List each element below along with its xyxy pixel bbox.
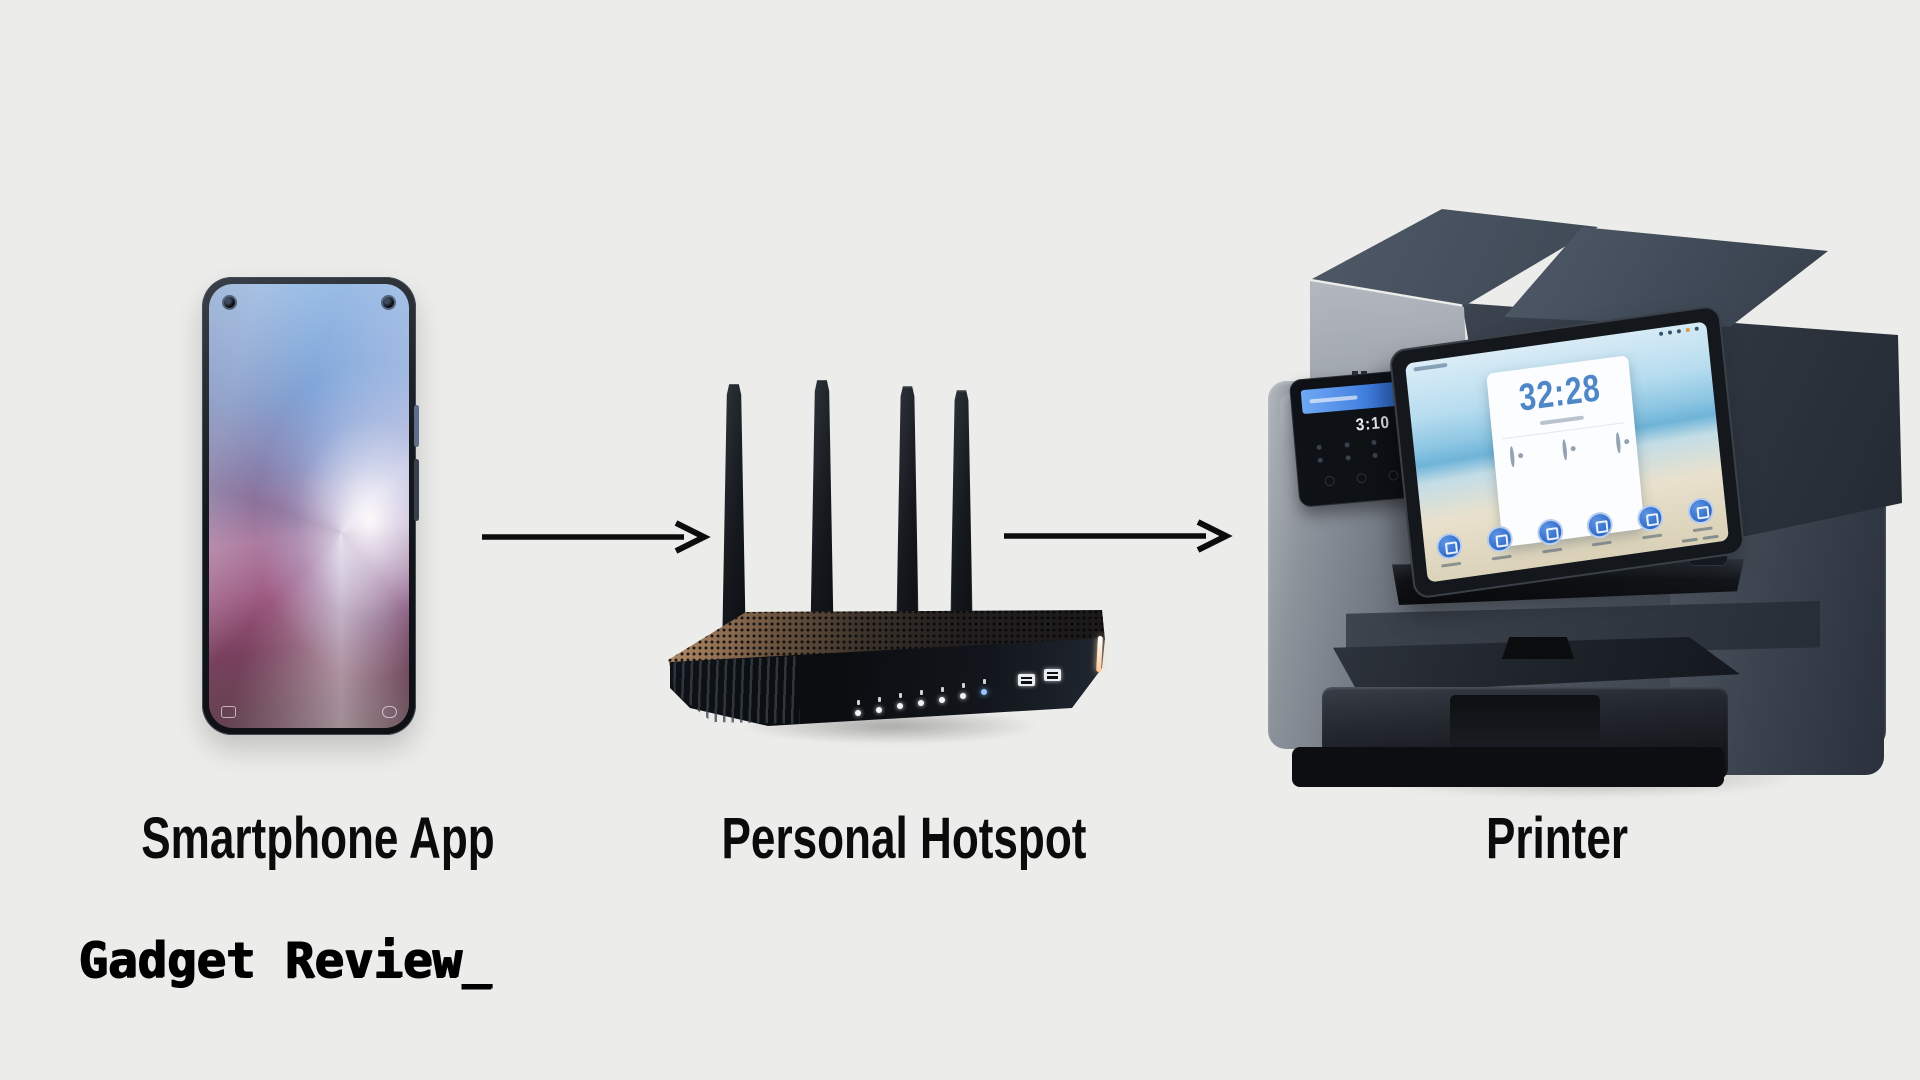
statusbar-title [1413,362,1448,372]
statusbar-icons [1658,326,1699,337]
punch-hole-camera-icon [224,297,235,308]
phone-power-button [414,405,419,447]
printer-image: 3:10 [1250,185,1920,825]
panel-key-icon [1371,439,1378,446]
printer-vent-icon [1352,371,1358,375]
copy-icon [1509,445,1516,468]
printer-paper-tray-base [1292,747,1724,787]
router-led-lan-icon [918,690,924,706]
print-icon [1615,432,1622,454]
front-camera-icon [383,297,394,308]
panel-key-icon [1345,455,1351,461]
router-led-internet-icon [876,697,882,713]
dock-app-icon [1686,496,1715,526]
router-antenna [896,386,919,646]
dock-app-icon [1485,524,1514,554]
arrow-hotspot-to-printer [1004,519,1233,553]
phone-volume-button [414,459,419,521]
panel-function-icon [1324,475,1336,487]
dock-app-label [1441,561,1462,568]
panel-key-icon [1344,442,1350,448]
dock-app-label [1592,540,1613,547]
router-led-usb-icon [960,683,966,699]
dock-app-icon [1585,510,1615,540]
label-printer: Printer [1485,806,1629,871]
router-led-wifi-icon [897,693,903,709]
bottombar-item [1681,537,1698,543]
router-antenna [722,384,746,654]
panel-function-icon [1356,472,1367,484]
screen-counter: 32:28 [1517,367,1603,420]
statusbar-alert-icon [1685,327,1691,333]
statusbar-wifi-icon [1658,331,1664,337]
smartphone-image [202,277,419,735]
dock-app-label [1491,554,1512,561]
touchscreen-bottombar [1681,534,1719,543]
dock-app-icon [1535,517,1565,547]
screen-quick-actions [1493,422,1637,469]
statusbar-network-icon [1667,330,1673,335]
dock-app-label [1642,533,1663,540]
router-led-wps-icon [981,679,987,695]
router-usb-port-icon [1044,669,1061,681]
bottombar-item [1702,534,1719,540]
panel-key-icon [1372,452,1379,459]
touchscreen-home: 32:28 [1404,321,1730,583]
gadget-review-logo: Gadget Review_ [78,932,492,989]
screen-caption [1540,415,1585,426]
scan-icon [1562,439,1569,461]
statusbar-settings-icon [1694,326,1699,332]
panel-function-icon [1388,470,1399,481]
router-antenna [950,390,973,642]
wallpaper-corner-icon [221,706,236,718]
printer-touchscreen: 32:28 [1388,304,1746,600]
router-usb-port-icon [1018,674,1035,686]
label-smartphone-app: Smartphone App [141,806,495,871]
dock-app-label [1692,526,1713,533]
dock-app-label [1541,547,1562,554]
router-led-power-icon [855,700,861,716]
printer-tray-handle [1502,637,1574,659]
statusbar-ink-icon [1676,328,1682,334]
wallpaper-corner-icon [382,706,397,718]
arrow-phone-to-hotspot [482,520,711,554]
router-led-wan-icon [939,687,945,703]
label-personal-hotspot: Personal Hotspot [721,806,1087,871]
panel-key-icon [1317,457,1324,463]
dock-app-icon [1636,503,1665,533]
dock-app-icon [1435,531,1464,561]
router-image [650,370,1120,770]
panel-key-icon [1316,444,1323,450]
smartphone-wallpaper [209,284,409,728]
